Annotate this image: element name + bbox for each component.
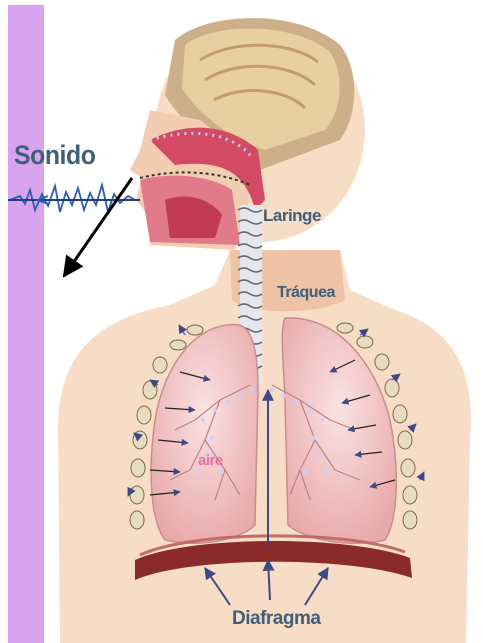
label-traquea: Tráquea xyxy=(277,284,335,302)
label-aire: aire xyxy=(198,452,223,469)
sound-direction-arrow xyxy=(64,178,132,276)
label-sonido: Sonido xyxy=(14,140,95,171)
label-laringe: Laringe xyxy=(263,206,321,226)
label-diafragma: Diafragma xyxy=(232,608,320,630)
side-bar xyxy=(8,5,44,643)
